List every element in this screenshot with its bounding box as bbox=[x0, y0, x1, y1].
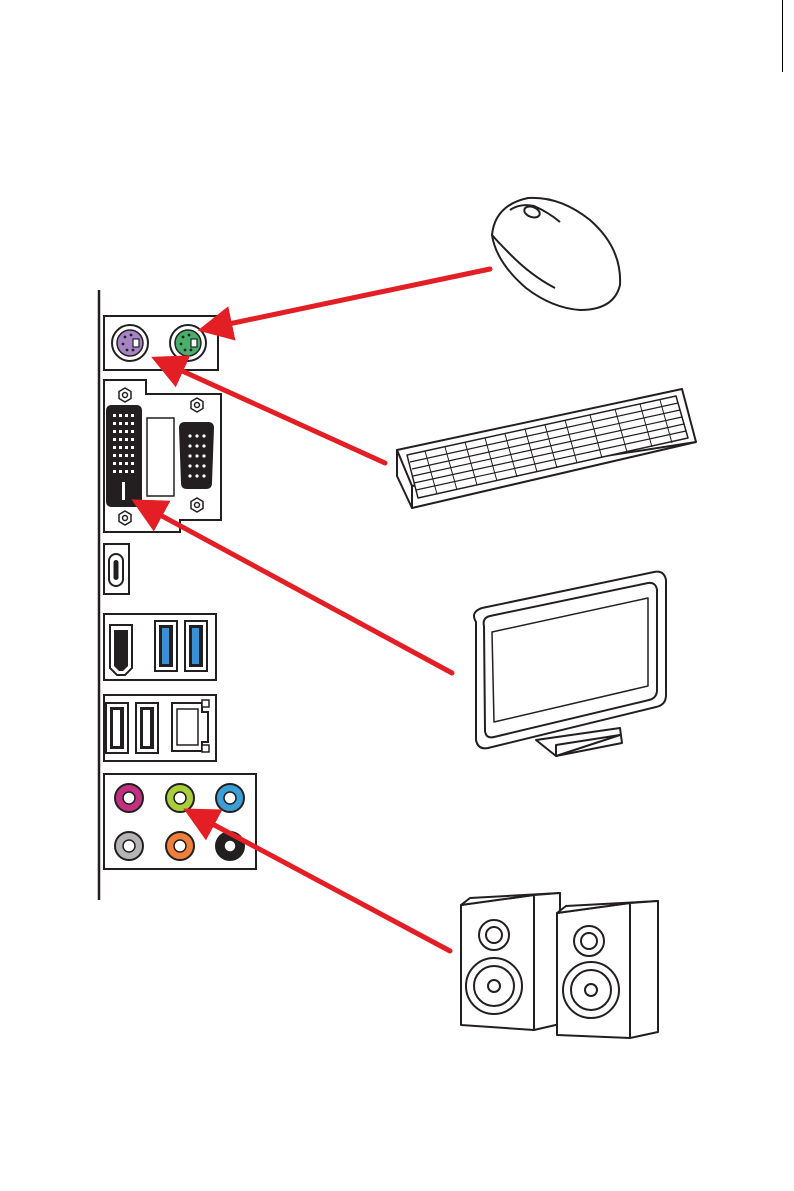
vga-port bbox=[180, 423, 213, 488]
audio-jack-blue bbox=[216, 784, 244, 812]
mouse-icon bbox=[492, 198, 620, 310]
ps2-keyboard-port bbox=[112, 325, 148, 361]
ps2-mouse-port bbox=[170, 325, 206, 361]
io-panel bbox=[99, 290, 256, 900]
keyboard-icon bbox=[397, 389, 696, 508]
hdmi-port bbox=[110, 625, 132, 675]
usb-type-c-port bbox=[104, 544, 129, 594]
audio-jack-green bbox=[166, 784, 194, 812]
arrow-mouse-to-ps2 bbox=[205, 269, 490, 329]
usb2-lan-block bbox=[104, 695, 216, 761]
monitor-icon bbox=[474, 572, 666, 756]
usb2-port bbox=[136, 703, 158, 753]
blank-plate bbox=[147, 418, 174, 496]
arrow-speakers-to-audio bbox=[190, 812, 450, 951]
speakers-icon bbox=[461, 893, 658, 1038]
hdmi-usb3-block bbox=[104, 614, 216, 680]
video-port-block bbox=[104, 380, 221, 532]
audio-jack-pink bbox=[115, 784, 143, 812]
audio-jack-block bbox=[104, 774, 256, 869]
usb2-port bbox=[106, 703, 128, 753]
usb3-port bbox=[155, 621, 177, 671]
audio-jack-gray bbox=[115, 832, 143, 860]
audio-jack-orange bbox=[166, 832, 194, 860]
dvi-port bbox=[107, 406, 141, 506]
usb3-port bbox=[185, 621, 207, 671]
